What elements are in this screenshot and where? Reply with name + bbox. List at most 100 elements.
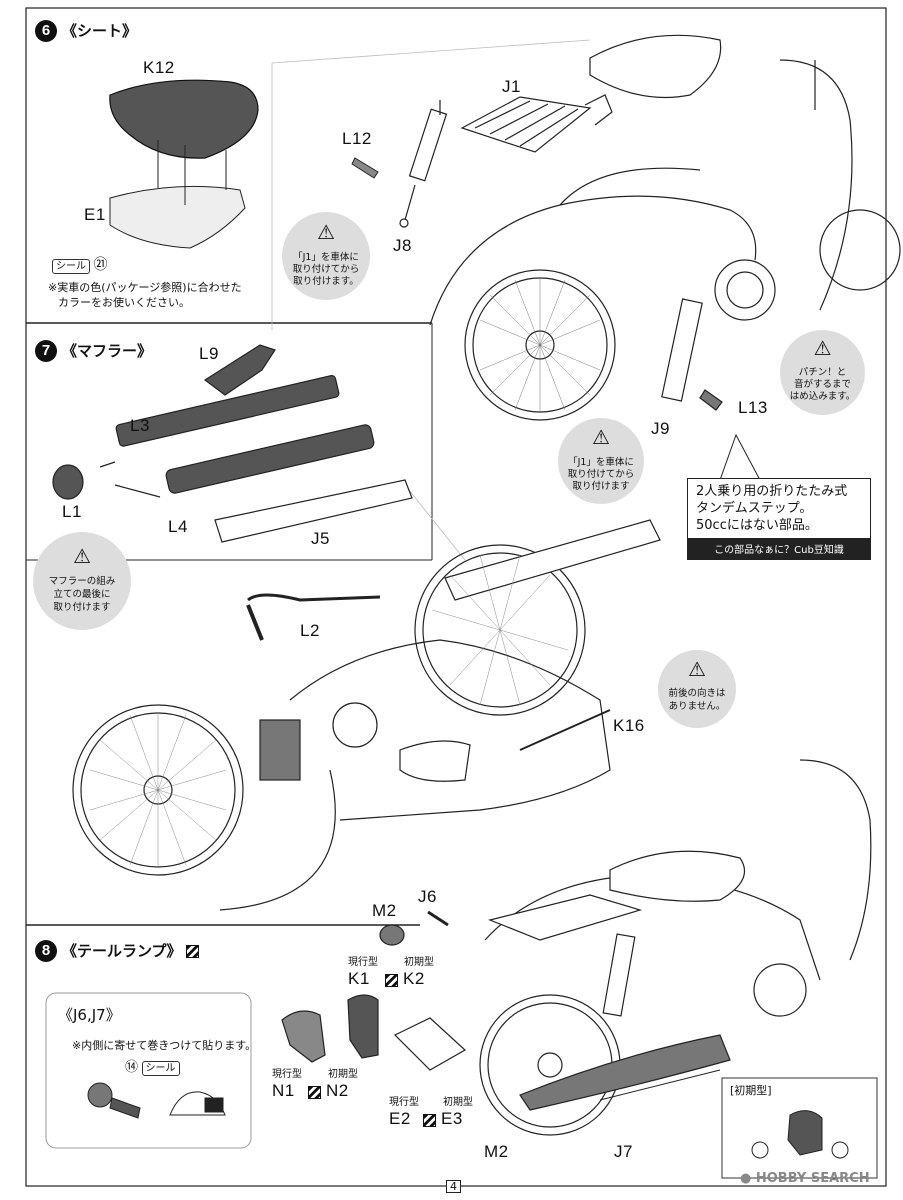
label-k1: K1 — [348, 969, 370, 988]
bike-tail-drawing — [479, 759, 872, 1136]
rear-shock-j8-drawing — [399, 100, 448, 228]
label-j6: J6 — [418, 887, 437, 906]
early-type-drawing — [751, 1110, 849, 1159]
warning-text-3: 取り付けます — [53, 602, 111, 613]
k-current-type: 現行型 — [348, 957, 378, 968]
inset-note: ※内側に寄せて巻きつけて貼ります。 — [72, 1039, 257, 1052]
step6-number: 6 — [35, 20, 57, 42]
warning-bubble-j1-b: ⚠ 「J1」を車体に 取り付けてから 取り付けます — [558, 418, 644, 504]
warning-bubble-muffler: ⚠ マフラーの組み 立ての最後に 取り付けます — [33, 532, 131, 630]
watermark-text: HOBBY SEARCH — [755, 1171, 870, 1186]
cub-trivia-body: 2人乗り用の折りたたみ式 タンデムステップ。 50ccにはない部品。 — [688, 479, 870, 538]
label-m2-bottom: M2 — [484, 1142, 509, 1161]
watermark: ● HOBBY SEARCH — [740, 1172, 870, 1185]
step7-number: 7 — [35, 340, 57, 362]
n-early-type: 初期型 — [328, 1069, 358, 1080]
label-n2: N2 — [326, 1081, 349, 1100]
inset-sticker-ref: ⑭ シール — [125, 1060, 180, 1076]
warning-icon: ⚠ — [592, 425, 610, 449]
label-e3: E3 — [441, 1109, 463, 1128]
sticker-ref: シール ㉑ — [52, 258, 108, 274]
muffler-parts-drawing — [52, 344, 413, 543]
label-e1: E1 — [84, 205, 106, 224]
checker-icon — [308, 1086, 321, 1099]
cub-trivia-line3: 50ccにはない部品。 — [696, 518, 818, 533]
label-e2: E2 — [389, 1109, 411, 1128]
cub-trivia-callout: 2人乗り用の折りたたみ式 タンデムステップ。 50ccにはない部品。 この部品な… — [687, 478, 871, 560]
seat-k12-drawing — [109, 79, 259, 159]
color-note-line1: ※実車の色(パッケージ参照)に合わせた — [48, 281, 242, 294]
label-l12: L12 — [342, 129, 372, 148]
e-early-type: 初期型 — [443, 1097, 473, 1108]
bolt-l12-drawing — [351, 157, 379, 179]
bike-side-spokes — [89, 554, 569, 868]
warning-text-3: 取り付けます — [572, 481, 630, 492]
tail-parts-drawing — [281, 910, 467, 1071]
warning-text-1: 前後の向きは — [668, 688, 726, 699]
warning-text-2: 立ての最後に — [53, 589, 111, 600]
inset-title: 《J6,J7》 — [58, 1006, 121, 1024]
step7-title: 《マフラー》 — [62, 342, 153, 360]
step8-number: 8 — [35, 940, 57, 962]
label-k2: K2 — [403, 969, 425, 988]
label-j5: J5 — [311, 529, 330, 548]
label-n1: N1 — [272, 1081, 295, 1100]
label-k12: K12 — [143, 58, 175, 77]
cub-trivia-footer: この部品なぁに？Cub豆知識 — [688, 538, 870, 559]
warning-bubble-j1-a: ⚠ 「J1」を車体に 取り付けてから 取り付けます。 — [282, 212, 370, 300]
label-j8: J8 — [393, 236, 412, 255]
warning-text-1: マフラーの組み — [48, 576, 116, 587]
n-current-type: 現行型 — [272, 1069, 302, 1080]
warning-icon: ⚠ — [317, 220, 335, 244]
page-number: 4 — [446, 1180, 461, 1193]
label-l4: L4 — [168, 517, 188, 536]
label-j1: J1 — [502, 77, 521, 96]
color-note-line2: カラーをお使いください。 — [58, 296, 190, 309]
bike-rear-drawing — [429, 34, 901, 421]
warning-bubble-direction: ⚠ 前後の向きは ありません。 — [658, 650, 736, 728]
k-early-type: 初期型 — [404, 957, 434, 968]
label-l2: L2 — [300, 621, 320, 640]
e-current-type: 現行型 — [389, 1097, 419, 1108]
label-j7: J7 — [614, 1142, 633, 1161]
warning-icon: ⚠ — [73, 544, 91, 568]
warning-icon: ⚠ — [813, 336, 832, 360]
warning-text-1: パチン！と — [798, 367, 847, 378]
label-k16: K16 — [613, 716, 645, 735]
warning-text-2: 取り付けてから — [292, 264, 360, 275]
checker-icon — [423, 1114, 436, 1127]
watermark-logo-icon: ● — [740, 1171, 752, 1186]
warning-text-3: はめ込みます。 — [789, 391, 856, 402]
warning-text-2: 音がするまで — [793, 379, 851, 390]
sticker-number: ㉑ — [93, 257, 108, 273]
warning-text-3: 取り付けます。 — [293, 276, 359, 287]
rear-carrier-j1-drawing — [460, 94, 613, 153]
warning-text-1: 「J1」を車体に — [293, 252, 359, 263]
early-type-box-title: [初期型] — [730, 1084, 772, 1097]
label-l3: L3 — [130, 416, 150, 435]
cub-trivia-line1: 2人乗り用の折りたたみ式 — [696, 484, 848, 499]
warning-icon: ⚠ — [688, 657, 706, 681]
seat-base-e1-drawing — [109, 140, 246, 249]
step6-title: 《シート》 — [62, 22, 138, 40]
inset-sticker-number: ⑭ — [125, 1060, 139, 1075]
label-l9: L9 — [199, 344, 219, 363]
checker-icon — [385, 974, 398, 987]
label-m2-top: M2 — [372, 901, 397, 920]
bike-side-drawing — [72, 519, 661, 911]
label-l1: L1 — [62, 502, 82, 521]
bike-rear-spokes — [479, 278, 601, 412]
checker-icon — [186, 945, 199, 958]
warning-text-2: ありません。 — [668, 701, 726, 712]
label-j9: J9 — [651, 419, 670, 438]
label-l13: L13 — [738, 398, 768, 417]
warning-text-1: 「J1」を車体に — [568, 457, 634, 468]
inset-wrap-drawing — [87, 1082, 226, 1119]
warning-bubble-pachin: ⚠ パチン！と 音がするまで はめ込みます。 — [780, 330, 865, 415]
cub-trivia-line2: タンデムステップ。 — [696, 501, 813, 516]
step8-title: 《テールランプ》 — [62, 942, 182, 960]
warning-text-2: 取り付けてから — [567, 469, 635, 480]
inset-sticker-tag: シール — [141, 1061, 180, 1076]
